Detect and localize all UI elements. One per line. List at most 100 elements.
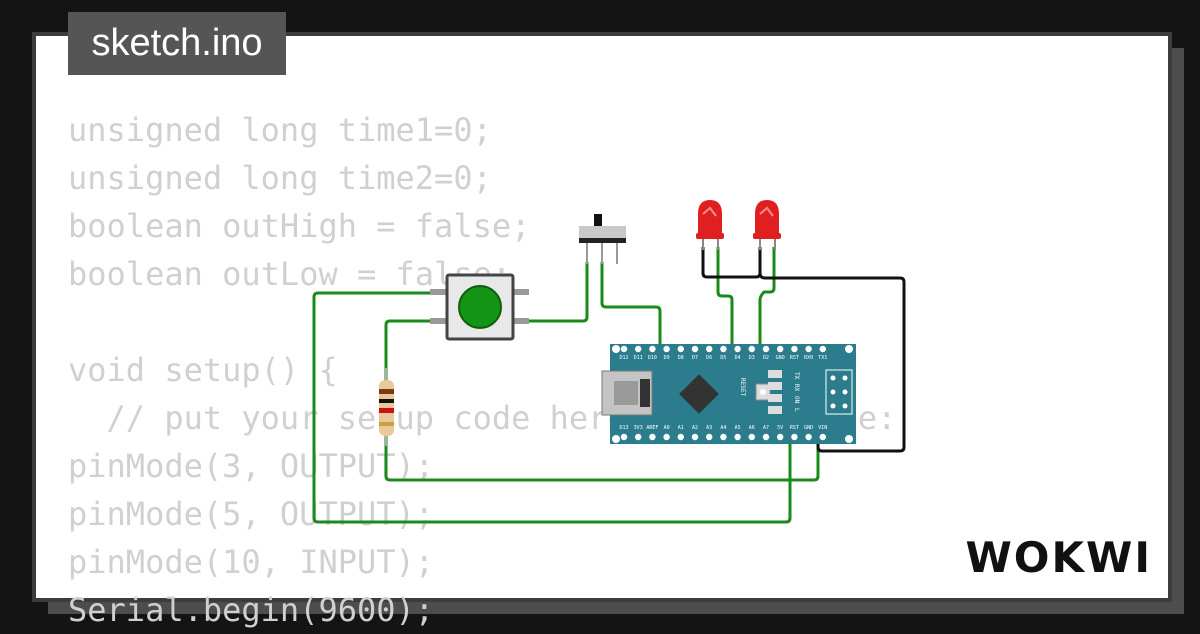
wire — [600, 262, 662, 348]
pin-label: D3 — [749, 355, 755, 361]
push-button[interactable] — [430, 273, 529, 341]
pin-pad[interactable] — [635, 433, 642, 441]
pin-pad[interactable] — [691, 433, 699, 441]
pin-label: AREF — [646, 425, 658, 431]
wire — [758, 247, 776, 348]
pin-pad[interactable] — [819, 345, 826, 353]
ground-wire — [701, 247, 762, 279]
pin-label: 5V — [777, 425, 783, 431]
pin-label: A3 — [706, 425, 712, 431]
pin-label: D12 — [619, 355, 628, 361]
pin-pad[interactable] — [649, 345, 656, 353]
pin-label: GND — [776, 355, 785, 361]
led-label-on: ON — [793, 396, 800, 404]
pin-pad[interactable] — [663, 345, 670, 353]
pin-label: A5 — [735, 425, 741, 431]
wire — [384, 319, 433, 390]
wire — [528, 262, 589, 323]
led-red-1[interactable] — [696, 200, 724, 250]
code-line: unsigned long time2=0; — [68, 159, 492, 197]
pin-label: D4 — [735, 355, 741, 361]
pin-pad[interactable] — [706, 433, 713, 441]
code-line: void setup() { — [68, 351, 338, 389]
pin-label: A1 — [678, 425, 684, 431]
icsp-header — [825, 369, 853, 415]
pin-pad[interactable] — [620, 433, 628, 441]
code-line: pinMode(5, OUTPUT); — [68, 495, 435, 533]
switch-body — [579, 226, 626, 238]
pin-pad[interactable] — [635, 345, 642, 353]
pin-pad[interactable] — [620, 345, 628, 353]
pin-pad[interactable] — [734, 345, 741, 353]
wire — [716, 247, 734, 348]
switch-base — [579, 238, 626, 243]
pin-pad[interactable] — [649, 433, 656, 441]
pin-label: A6 — [749, 425, 755, 431]
microcontroller-chip — [679, 374, 719, 414]
pin-label: RX0 — [804, 355, 813, 361]
slide-switch[interactable] — [579, 214, 626, 264]
pin-pad[interactable] — [748, 345, 755, 353]
code-line: pinMode(10, INPUT); — [68, 543, 435, 581]
wire — [312, 291, 792, 524]
code-line: pinMode(3, OUTPUT); — [68, 447, 435, 485]
pin-pad[interactable] — [748, 433, 755, 441]
pin-pad[interactable] — [791, 433, 798, 441]
pin-label: TX1 — [818, 355, 827, 361]
pin-label: 3V3 — [634, 425, 643, 431]
wokwi-logo: WOKWI — [965, 533, 1152, 582]
pin-pad[interactable] — [805, 345, 812, 353]
reset-label: RESET — [739, 378, 746, 396]
pin-label: A4 — [720, 425, 726, 431]
pin-pad[interactable] — [777, 345, 784, 353]
button-cap[interactable] — [458, 285, 502, 329]
ground-wire — [758, 272, 906, 453]
pin-label: RST — [790, 425, 799, 431]
pin-pad[interactable] — [663, 433, 670, 441]
resistor — [379, 368, 394, 446]
pin-pad[interactable] — [819, 433, 826, 441]
pin-pad[interactable] — [677, 345, 684, 353]
pin-pad[interactable] — [706, 345, 713, 353]
pin-label: VIN — [818, 425, 827, 431]
pin-pad[interactable] — [734, 433, 741, 441]
preview-card: unsigned long time1=0; unsigned long time… — [32, 32, 1172, 629]
pin-pad[interactable] — [691, 345, 699, 353]
code-line: unsigned long time1=0; — [68, 111, 492, 149]
code-line: Serial.begin(9600); — [68, 591, 435, 629]
pin-label: A0 — [664, 425, 670, 431]
pin-label: A7 — [763, 425, 769, 431]
pin-pad[interactable] — [720, 345, 727, 353]
led-label-rx: RX — [793, 384, 800, 392]
pin-label: D11 — [634, 355, 643, 361]
pin-label: D13 — [619, 425, 628, 431]
ground-wires — [701, 247, 906, 453]
led-red-2[interactable] — [753, 200, 781, 250]
pin-pad[interactable] — [762, 433, 770, 441]
pin-label: D8 — [678, 355, 684, 361]
pin-pad[interactable] — [791, 345, 798, 353]
pin-pad[interactable] — [805, 433, 812, 441]
pin-label: RST — [790, 355, 799, 361]
wire — [384, 432, 820, 482]
code-line: boolean outHigh = false; — [68, 207, 531, 245]
pin-pad[interactable] — [762, 345, 770, 353]
pin-pad[interactable] — [777, 433, 784, 441]
file-tab[interactable]: sketch.ino — [68, 12, 286, 75]
led-label-l: L — [793, 408, 800, 412]
pin-label: GND — [804, 425, 813, 431]
pin-pad[interactable] — [677, 433, 684, 441]
pin-label: D9 — [664, 355, 670, 361]
pin-pad[interactable] — [720, 433, 727, 441]
pin-label: D10 — [648, 355, 657, 361]
pin-label: D5 — [720, 355, 726, 361]
switch-knob[interactable] — [594, 214, 602, 226]
led-label-tx: TX — [793, 372, 800, 380]
pin-label: A2 — [692, 425, 698, 431]
pin-label: D7 — [692, 355, 698, 361]
wires — [312, 247, 820, 524]
